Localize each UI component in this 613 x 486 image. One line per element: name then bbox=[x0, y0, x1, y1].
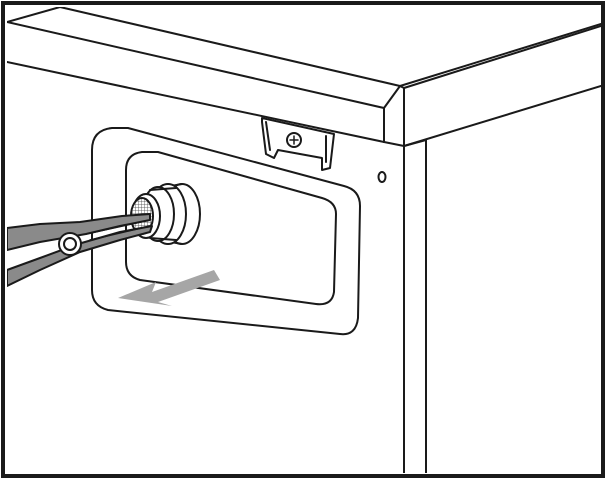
pliers-icon bbox=[7, 213, 153, 287]
lid-right-edge bbox=[403, 85, 601, 147]
lid-front-edge bbox=[7, 61, 385, 143]
panel-hole bbox=[377, 171, 387, 183]
arrow-left-icon bbox=[118, 270, 220, 306]
lid-bracket bbox=[261, 117, 335, 171]
lid-edge-back bbox=[7, 7, 61, 23]
